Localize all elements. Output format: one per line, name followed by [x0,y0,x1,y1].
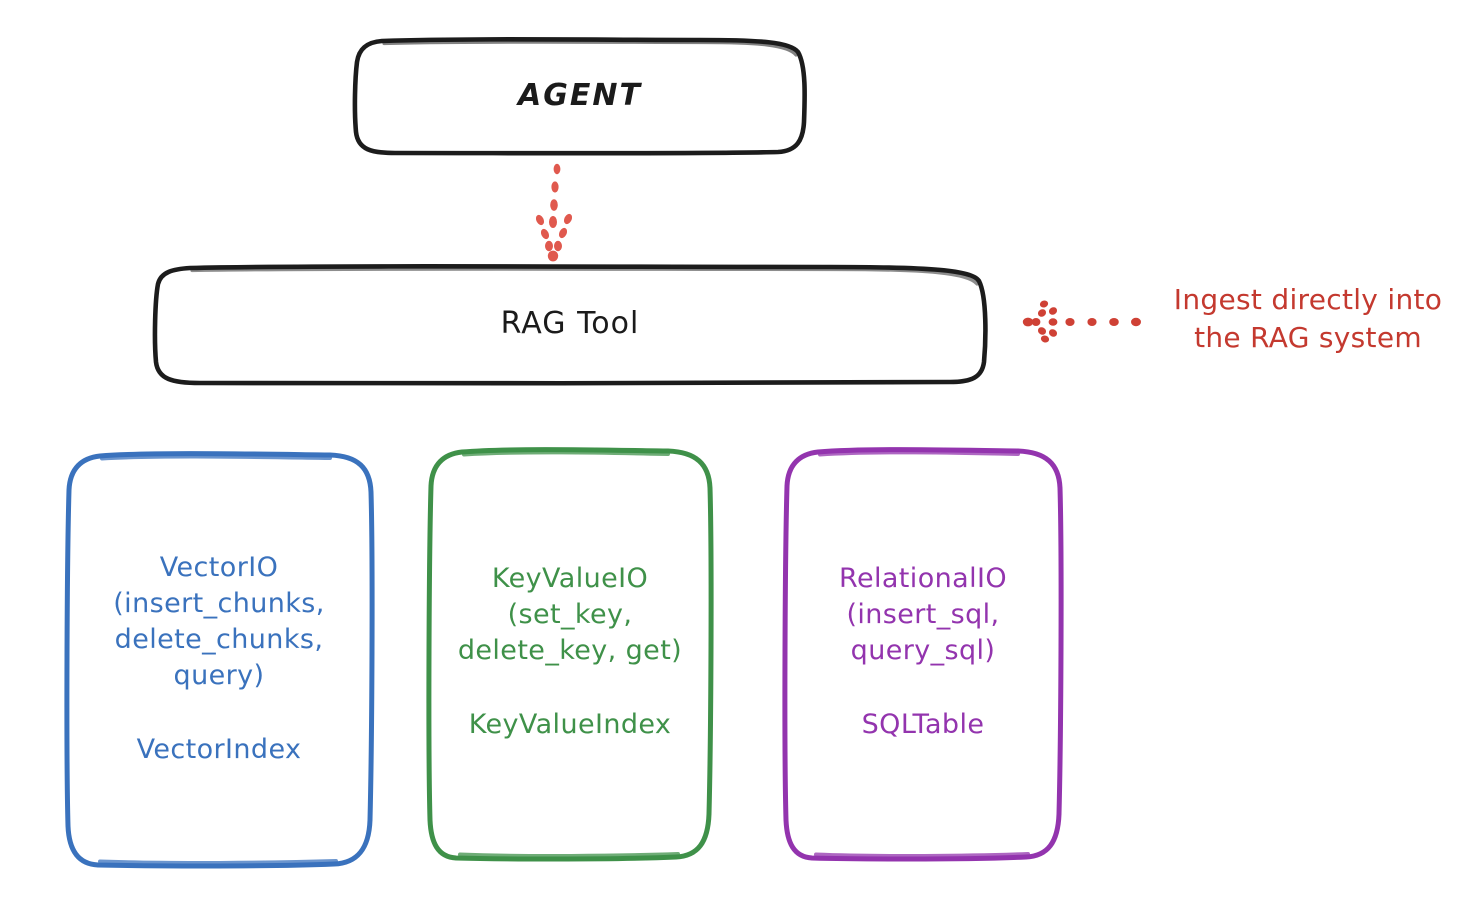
rag-tool-label: RAG Tool [500,306,640,342]
note-to-rag-arrow [1022,300,1141,343]
vector-io-index-label: VectorIndex [136,733,302,765]
ingest-annotation-label: Ingest directly into the RAG system [1173,283,1443,355]
vector-io-label-group: VectorIO (insert_chunks, delete_chunks, … [70,455,368,863]
key-value-io-api-label: KeyValueIO (set_key, delete_key, get) [457,563,683,666]
vector-io-api-label: VectorIO (insert_chunks, delete_chunks, … [113,552,325,691]
relational-io-index-label: SQLTable [861,708,985,740]
relational-io-label-group: RelationalIO (insert_sql, query_sql) SQL… [788,452,1058,852]
agent-label: AGENT [518,78,642,114]
key-value-io-index-label: KeyValueIndex [468,708,672,740]
key-value-io-label-group: KeyValueIO (set_key, delete_key, get) Ke… [432,452,708,852]
agent-to-rag-arrow [535,163,573,262]
relational-io-api-label: RelationalIO (insert_sql, query_sql) [839,563,1007,666]
